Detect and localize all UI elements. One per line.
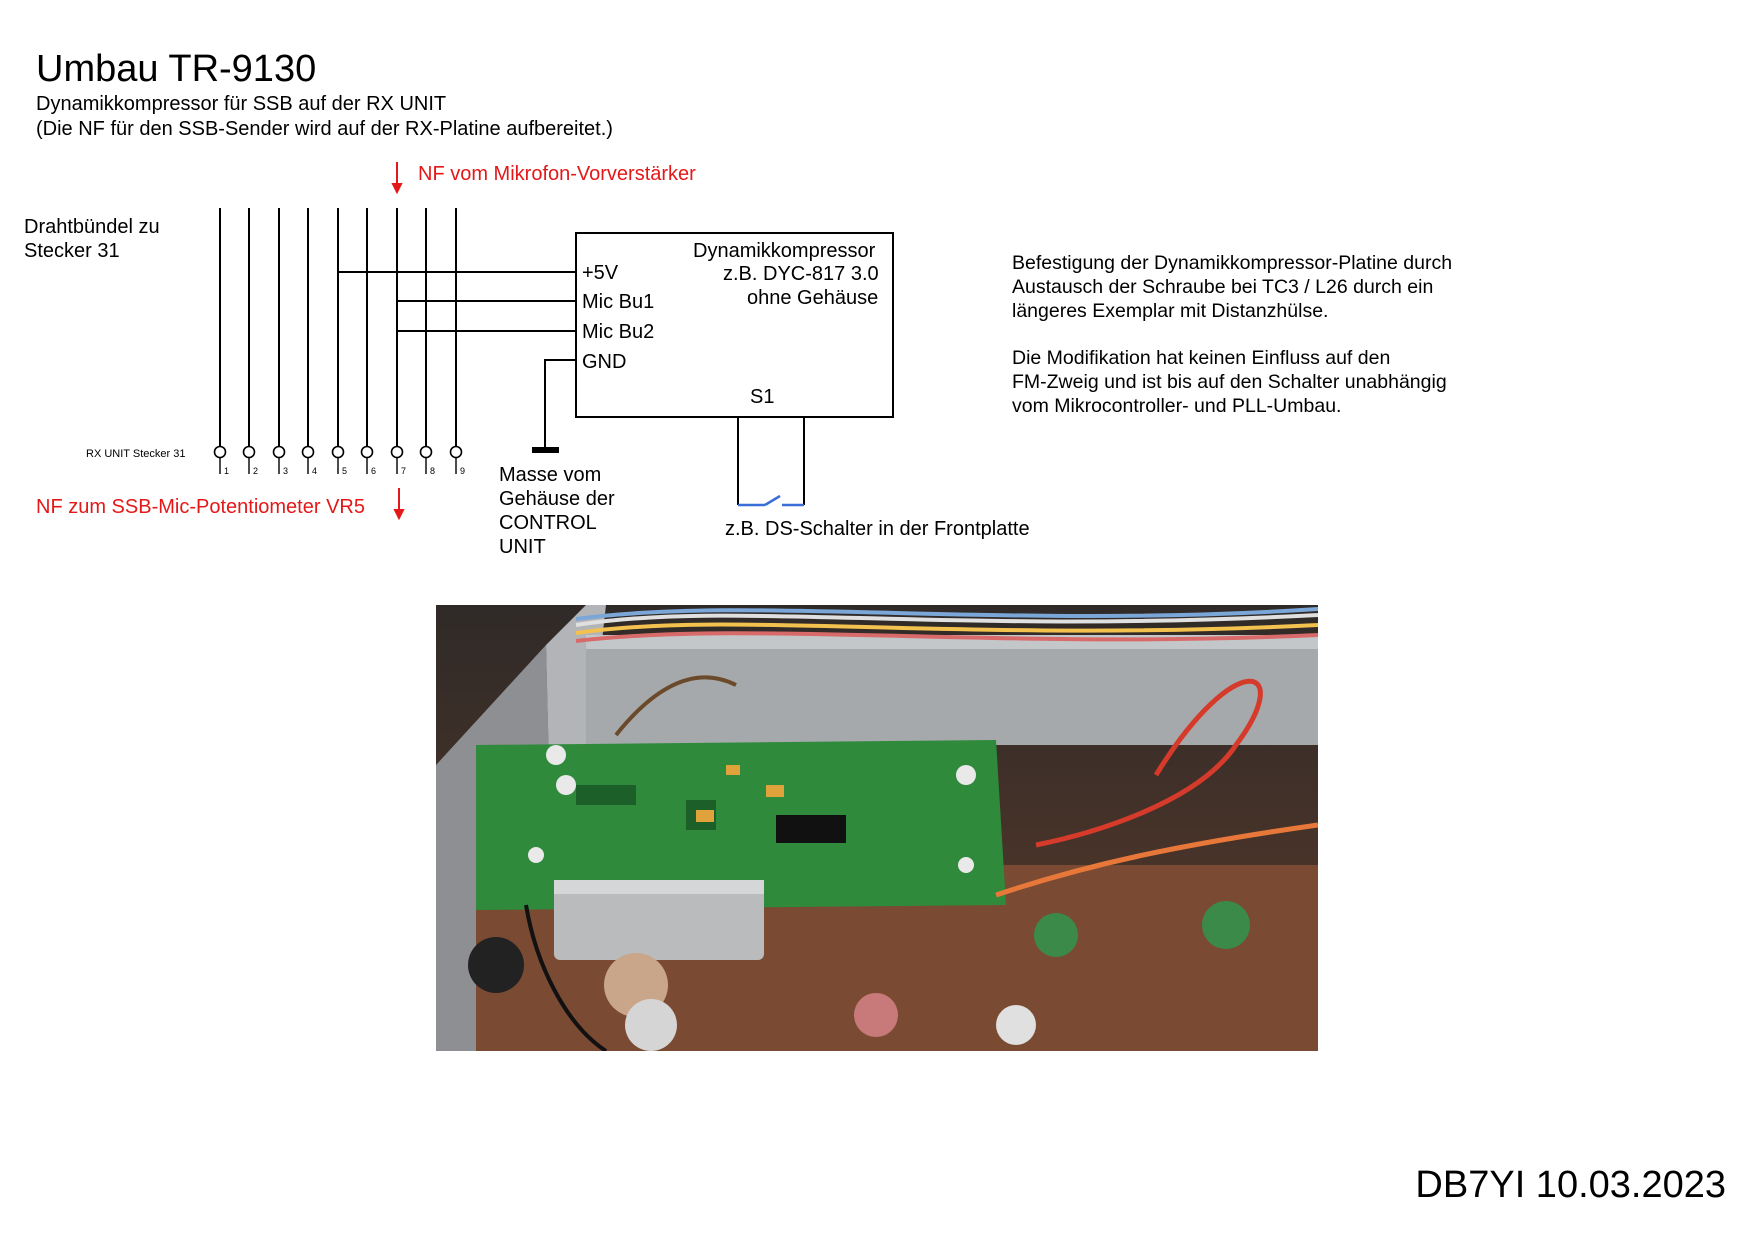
wiring-diagram [213, 162, 894, 521]
nf-in-arrow [391, 162, 403, 195]
nf-out-label: NF zum SSB-Mic-Potentiometer VR5 [36, 496, 365, 518]
pin-number: 1 [224, 466, 230, 476]
wire-bundle [219, 208, 457, 446]
mod-note-line-1: Die Modifikation hat keinen Einfluss auf… [1012, 347, 1391, 369]
nf-in-label: NF vom Mikrofon-Vorverstärker [418, 163, 696, 185]
ground-label-line-1: Masse vom [499, 464, 602, 486]
mount-note-line-1: Befestigung der Dynamikkompressor-Platin… [1012, 252, 1453, 274]
switch-s1 [737, 417, 805, 507]
module-pin-mic-bu1: Mic Bu1 [582, 291, 655, 313]
compressor-module-box [575, 232, 894, 418]
nf-out-arrow [393, 488, 405, 521]
connector-label: RX UNIT Stecker 31 [86, 448, 186, 460]
ground-label-line-2: Gehäuse der [499, 488, 615, 510]
module-pin-mic-bu2: Mic Bu2 [582, 321, 655, 343]
bundle-label-line-1: Drahtbündel zu [24, 216, 160, 238]
mount-note-line-3: längeres Exemplar mit Distanzhülse. [1012, 300, 1329, 322]
bundle-label-line-2: Stecker 31 [24, 240, 120, 262]
pin-number: 5 [342, 466, 348, 476]
mount-note-line-2: Austausch der Schraube bei TC3 / L26 dur… [1012, 276, 1434, 298]
module-title-line-3: ohne Gehäuse [747, 287, 879, 309]
mod-note-line-3: vom Mikrocontroller- und PLL-Umbau. [1012, 395, 1342, 417]
connector-pins [213, 445, 463, 459]
pin-number: 6 [371, 466, 377, 476]
ground-label-line-4: UNIT [499, 536, 546, 558]
module-pin-gnd: GND [582, 351, 627, 373]
pin-number: 7 [401, 466, 407, 476]
module-title-line-1: Dynamikkompressor [693, 240, 876, 262]
page-title: Umbau TR-9130 [36, 48, 317, 90]
pin-number: 4 [312, 466, 318, 476]
module-pin-plus5v: +5V [582, 262, 619, 284]
switch-label: z.B. DS-Schalter in der Frontplatte [725, 518, 1030, 540]
ground-label-line-3: CONTROL [499, 512, 597, 534]
pin-number: 9 [460, 466, 466, 476]
pin-number: 8 [430, 466, 436, 476]
pin-number: 2 [253, 466, 259, 476]
mod-note-line-2: FM-Zweig und ist bis auf den Schalter un… [1012, 371, 1447, 393]
module-title-line-2: z.B. DYC-817 3.0 [723, 263, 879, 285]
ground-symbol [532, 447, 559, 453]
module-connections [338, 271, 576, 447]
pin-number: 3 [283, 466, 289, 476]
subtitle-line-2: (Die NF für den SSB-Sender wird auf der … [36, 118, 613, 140]
author-date-signature: DB7YI 10.03.2023 [1415, 1164, 1726, 1206]
pcb-photo [436, 605, 1318, 1051]
module-switch-s1: S1 [750, 386, 775, 408]
subtitle-line-1: Dynamikkompressor für SSB auf der RX UNI… [36, 93, 447, 115]
